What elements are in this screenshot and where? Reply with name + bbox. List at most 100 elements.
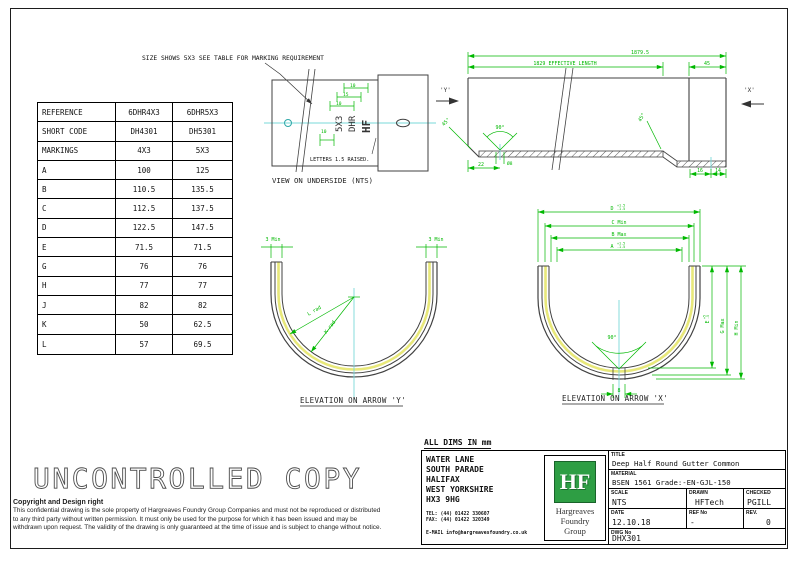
- table-cell: G: [38, 257, 116, 277]
- hf-logo-initials: HF: [559, 469, 591, 494]
- copyright-line: This confidential drawing is the sole pr…: [13, 507, 381, 514]
- marking-dim-c: 10: [336, 101, 342, 107]
- table-cell: 62.5: [173, 315, 232, 335]
- plan-view: 1879.5 1829 EFFECTIVE LENGTH 45 45° 90° …: [436, 50, 764, 178]
- table-cell: H: [38, 276, 116, 296]
- thickness-left-label: 3 Min: [265, 237, 280, 243]
- plan-outline: [467, 67, 727, 171]
- elevation-y-dim-lines: [261, 244, 447, 353]
- table-cell: 100: [116, 160, 173, 181]
- field-material: MATERIAL BSEN 1561 Grade:-EN-GJL-150: [611, 471, 731, 487]
- marking-dim-b: 15: [343, 92, 349, 98]
- table-cell: REFERENCE: [38, 103, 116, 123]
- plan-angle-mid: 90°: [495, 125, 504, 131]
- table-cell: D: [38, 218, 116, 239]
- address-line: HX3 9HG: [426, 495, 460, 504]
- copyright-line: withdrawn upon request. The validity of …: [13, 524, 382, 532]
- underside-view: 10 15 10 10 5X3 DHR HF LETTERS 1.5 RAISE…: [264, 68, 436, 185]
- table-cell: 122.5: [116, 218, 173, 239]
- elevation-x-view: D +1.5 -1.5 C Min B Max A +1.5 -1.5 E +5…: [537, 204, 746, 405]
- table-cell: 76: [173, 257, 232, 277]
- marking-note-text: SIZE SHOWS 5X3 SEE TABLE FOR MARKING REQ…: [142, 55, 324, 62]
- table-cell: MARKINGS: [38, 141, 116, 161]
- field-date: DATE 12.10.18: [609, 509, 687, 528]
- elevation-y-caption: ELEVATION ON ARROW 'Y': [300, 396, 406, 405]
- company-address: WATER LANE SOUTH PARADE HALIFAX WEST YOR…: [426, 455, 493, 505]
- table-cell: 82: [116, 295, 173, 316]
- view-arrow-y-label: 'Y': [440, 87, 451, 94]
- elevation-x-caption: ELEVATION ON ARROW 'X': [562, 394, 668, 403]
- marking-code-text: DHR: [348, 115, 358, 132]
- marking-dim-ticks: [319, 83, 369, 146]
- plan-angle-right: 45°: [637, 112, 647, 123]
- table-cell: J: [38, 295, 116, 316]
- address-line: SOUTH PARADE: [426, 465, 484, 474]
- plan-dim-effective: 1829 EFFECTIVE LENGTH: [533, 61, 596, 67]
- marking-dim-a: 10: [350, 83, 356, 89]
- table-cell: 82: [173, 296, 232, 316]
- table-cell: 71.5: [173, 238, 232, 258]
- plan-dim-lines: [448, 52, 727, 178]
- dim-b-label: B Max: [611, 232, 626, 238]
- units-note: ALL DIMS IN mm: [424, 438, 492, 449]
- dim-h-label: H Min: [734, 320, 740, 335]
- dim-e-tol-plus: +5: [703, 315, 707, 319]
- radius-outer-label: L rad: [306, 305, 322, 318]
- table-cell: 71.5: [116, 238, 173, 258]
- tel-line: TEL: (44) 01422 330607: [426, 512, 490, 517]
- plan-dim-socket: 45: [704, 61, 710, 67]
- elevation-x-dim-lines: [537, 209, 746, 398]
- hf-logo-icon: HF: [554, 461, 596, 503]
- table-cell: 5X3: [173, 142, 232, 161]
- view-arrow-x-icon: [741, 100, 751, 108]
- field-row: SCALE NTS DRAWN HFTech CHECKED PGILL: [609, 489, 785, 509]
- copyright-heading: Copyright and Design right: [13, 499, 104, 506]
- drawing-border: [10, 8, 788, 549]
- dim-d-tol-plus: +1.5: [617, 204, 625, 208]
- field-row: DWG No DHX301: [609, 529, 785, 543]
- table-cell: 77: [173, 277, 232, 296]
- table-cell: DH5301: [173, 122, 232, 142]
- dim-c-label: C Min: [611, 220, 626, 226]
- field-row: DATE 12.10.18 REF No - REV. 0: [609, 509, 785, 529]
- table-cell: 57: [116, 334, 173, 354]
- field-checked: CHECKED PGILL: [746, 490, 772, 507]
- dim-g-label: G Max: [720, 318, 726, 333]
- table-cell: 125: [173, 161, 232, 181]
- plan-dim-socket-a: 16: [697, 168, 703, 174]
- letters-note: LETTERS 1.5 RAISED.: [310, 157, 369, 163]
- table-cell: 135.5: [173, 180, 232, 200]
- marking-note: SIZE SHOWS 5X3 SEE TABLE FOR MARKING REQ…: [142, 55, 324, 105]
- dim-a-tol-minus: -1.5: [617, 245, 625, 249]
- dim-e-tol-minus: -5: [706, 315, 710, 319]
- pilot-hole: [284, 119, 292, 127]
- table-cell: B: [38, 180, 116, 200]
- dim-a-tol-plus: +1.5: [617, 242, 625, 246]
- view-arrow-x-label: 'X': [744, 87, 755, 94]
- marking-dim-d: 10: [321, 129, 327, 135]
- table-cell: 147.5: [173, 219, 232, 239]
- field-row: TITLE Deep Half Round Gutter Common: [609, 451, 785, 470]
- uncontrolled-copy-watermark: UNCONTROLLED COPY: [33, 462, 362, 495]
- marking-logo-text: HF: [360, 120, 373, 133]
- underside-caption: VIEW ON UNDERSIDE (NTS): [272, 176, 373, 185]
- radius-inner-label: K rad: [323, 320, 337, 336]
- company-contact: TEL: (44) 01422 330607 FAX: (44) 01422 3…: [426, 512, 527, 537]
- dim-d-tol-minus: -1.5: [617, 207, 625, 211]
- plan-centerlines: [499, 144, 712, 170]
- dim-outlet-label: 8: [617, 388, 620, 394]
- address-line: WEST YORKSHIRE: [426, 485, 494, 494]
- title-block: WATER LANE SOUTH PARADE HALIFAX WEST YOR…: [421, 450, 786, 545]
- dim-a-label: A: [610, 244, 613, 250]
- table-cell: 76: [116, 257, 173, 277]
- field-title: TITLE Deep Half Round Gutter Common: [611, 452, 740, 468]
- address-line: WATER LANE: [426, 455, 475, 464]
- address-line: HALIFAX: [426, 475, 460, 484]
- underside-outline: [271, 68, 429, 173]
- marking-note-leader: [264, 62, 313, 105]
- table-cell: K: [38, 315, 116, 335]
- plan-dim-overall: 1879.5: [631, 50, 649, 56]
- table-cell: C: [38, 199, 116, 219]
- table-cell: SHORT CODE: [38, 122, 116, 142]
